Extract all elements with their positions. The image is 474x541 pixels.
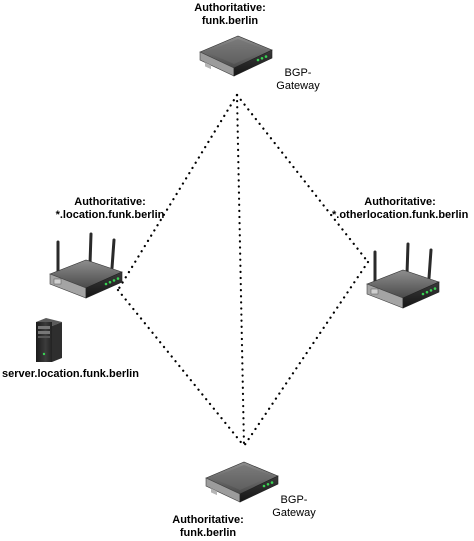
wifi-router-icon xyxy=(365,242,441,310)
right-node-label-line1: Authoritative: xyxy=(364,196,436,208)
server-tower-icon xyxy=(36,318,62,362)
bottom-node-label: Authoritative: funk.berlin xyxy=(148,514,268,540)
left-node-label-line2: *.location.funk.berlin xyxy=(55,209,165,221)
bottom-node-role-line1: BGP- xyxy=(280,494,308,506)
link-top-left xyxy=(116,93,239,292)
right-node-label-line2: *.otherlocation.funk.berlin xyxy=(332,209,469,221)
right-node-label: Authoritative: *.otherlocation.funk.berl… xyxy=(326,196,474,222)
server[interactable] xyxy=(36,318,62,362)
top-bgp-router[interactable] xyxy=(199,35,273,77)
top-node-role-line2: Gateway xyxy=(276,80,320,92)
top-node-label-line1: Authoritative: xyxy=(194,2,266,14)
link-right-bottom xyxy=(242,260,370,448)
right-wifi-router[interactable] xyxy=(365,242,441,310)
router-icon xyxy=(199,35,273,77)
bottom-node-label-line1: Authoritative: xyxy=(172,514,244,526)
link-layer xyxy=(116,93,370,448)
link-top-bottom xyxy=(235,93,246,448)
top-node-role-line1: BGP- xyxy=(284,67,312,79)
top-node-role: BGP- Gateway xyxy=(268,67,328,93)
bottom-node-label-line2: funk.berlin xyxy=(179,527,237,539)
left-node-label: Authoritative: *.location.funk.berlin xyxy=(40,196,180,222)
bottom-node-role-line2: Gateway xyxy=(272,507,316,519)
left-wifi-router[interactable] xyxy=(48,232,124,300)
top-node-label-line2: funk.berlin xyxy=(201,15,259,27)
wifi-router-icon xyxy=(48,232,124,300)
left-node-label-line1: Authoritative: xyxy=(74,196,146,208)
server-label: server.location.funk.berlin xyxy=(2,368,139,380)
bottom-node-role: BGP- Gateway xyxy=(264,494,324,520)
link-top-right xyxy=(235,93,370,264)
top-node-label: Authoritative: funk.berlin xyxy=(170,2,290,28)
